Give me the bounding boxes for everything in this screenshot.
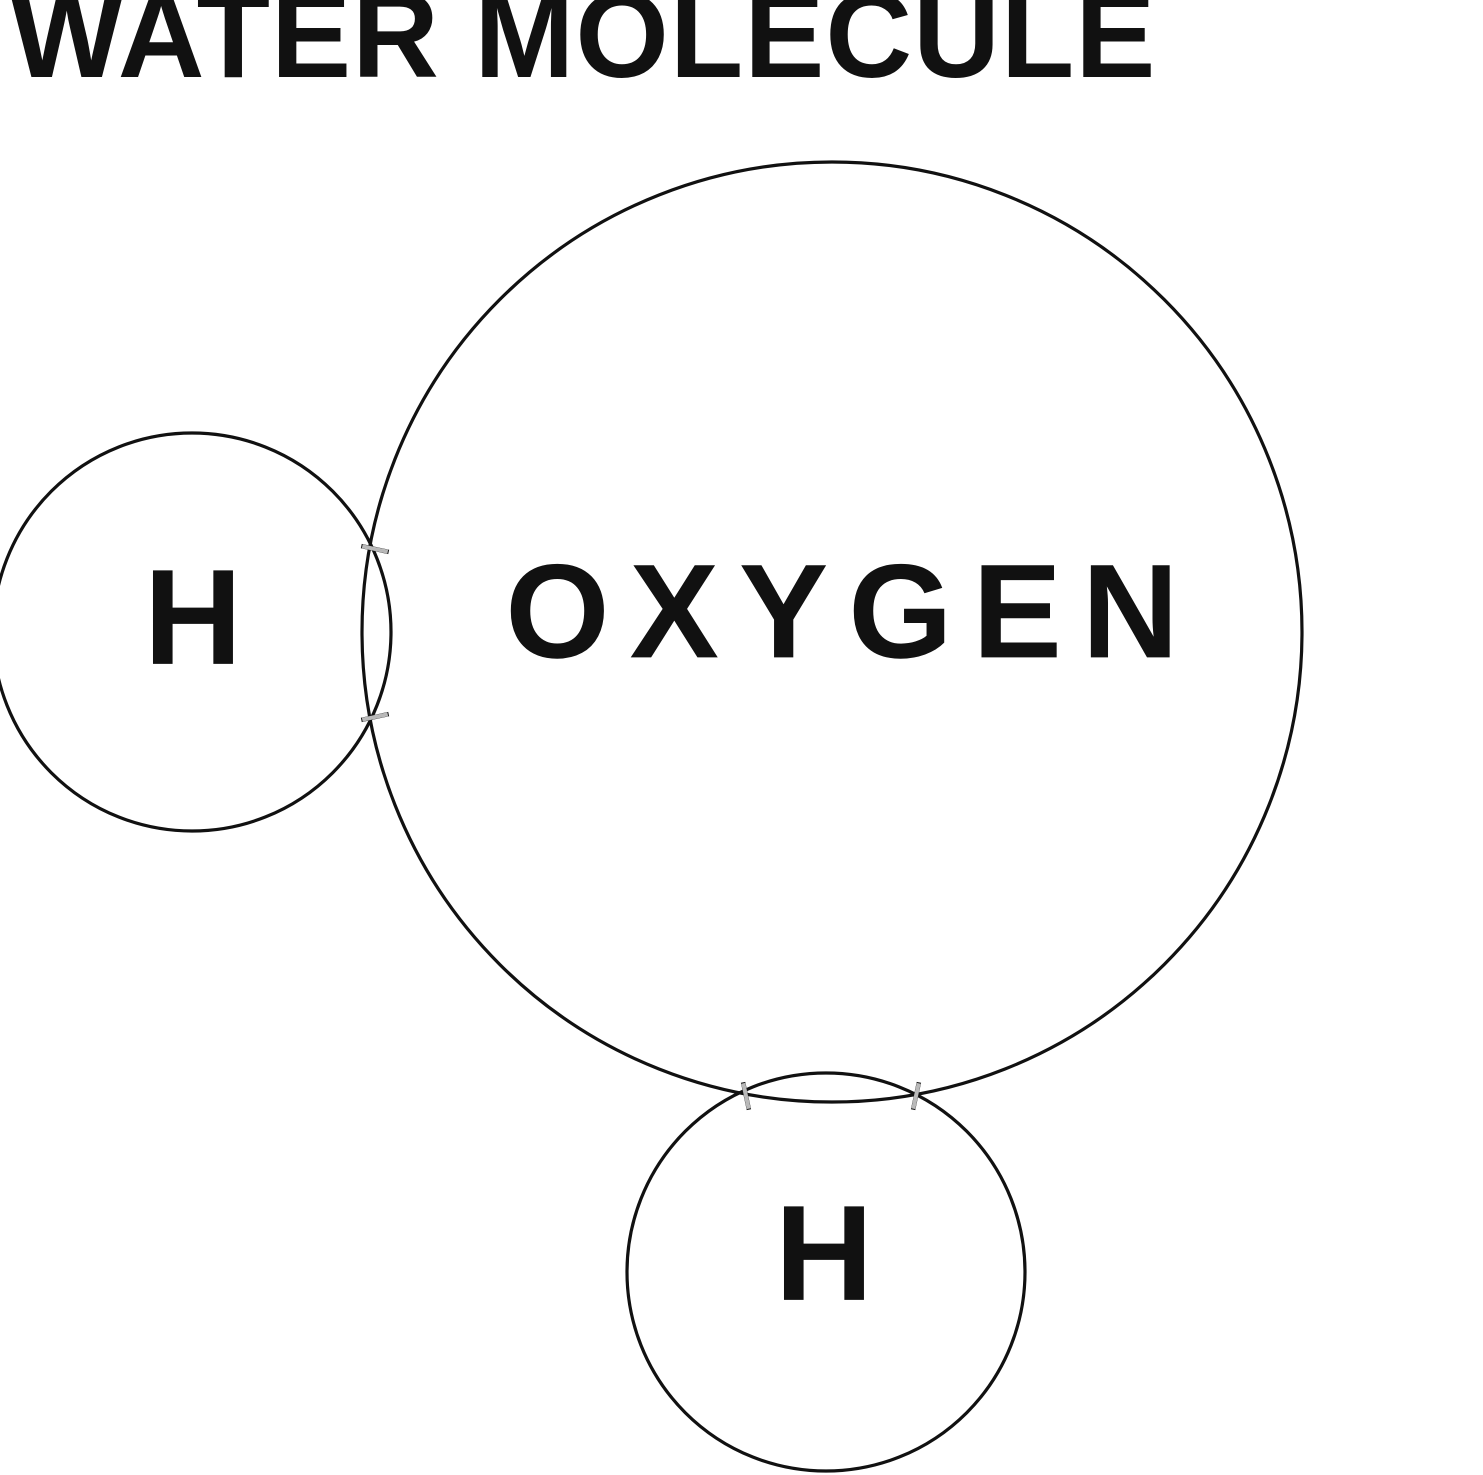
bond-oxygen-hydrogen-bottom [740,1081,922,1111]
bond-tick-highlight-icon [741,1082,751,1110]
oxygen-atom-circle [360,160,1304,1104]
page-title: WATER MOLECULE [10,0,1157,103]
bond-tick-highlight-icon [361,544,389,554]
hydrogen-bottom-label: H [775,1177,873,1329]
bond-tick-highlight-icon [911,1082,921,1110]
hydrogen-left-atom-circle [0,431,393,833]
bond-oxygen-hydrogen-left [360,543,390,723]
oxygen-label: OXYGEN [505,537,1198,686]
hydrogen-left-label: H [144,541,242,693]
bond-tick-highlight-icon [361,712,389,722]
hydrogen-bottom-atom-circle [625,1071,1027,1473]
